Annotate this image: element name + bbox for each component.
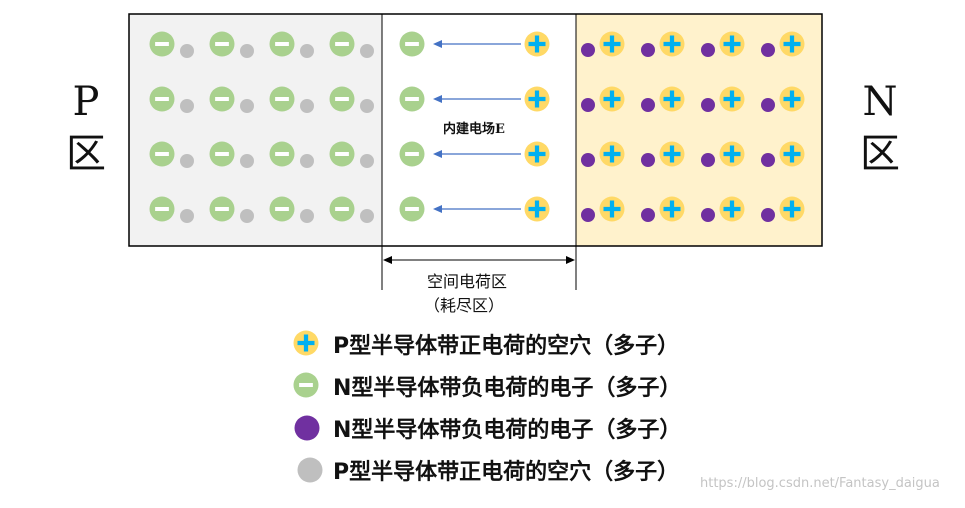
p-acceptor-ion: [269, 31, 295, 57]
field-arrow: [433, 40, 521, 48]
n-electron: [641, 208, 655, 222]
p-region-word: 区: [66, 131, 106, 177]
p-hole: [300, 209, 314, 223]
p-hole: [240, 154, 254, 168]
p-acceptor-ion: [209, 31, 235, 57]
depletion-width-arrow: [383, 256, 575, 264]
n-donor-ion: [719, 141, 745, 167]
legend-plus-icon: [293, 330, 319, 356]
p-hole: [180, 154, 194, 168]
field-arrow: [433, 150, 521, 158]
p-hole: [240, 99, 254, 113]
depletion-label-line2: （耗尽区）: [424, 296, 505, 315]
p-acceptor-ion: [149, 31, 175, 57]
n-electron: [581, 43, 595, 57]
n-electron: [761, 43, 775, 57]
n-region-word: 区: [860, 131, 900, 177]
depletion-acceptor-ion: [399, 141, 425, 167]
legend-text-2: N型半导体带负电荷的电子（多子）: [333, 376, 682, 401]
depletion-acceptor-ion: [399, 86, 425, 112]
p-acceptor-ion: [329, 196, 355, 222]
p-hole: [180, 44, 194, 58]
p-hole: [360, 154, 374, 168]
depletion-acceptor-ion: [399, 31, 425, 57]
n-donor-ion: [599, 31, 625, 57]
legend-icons: [293, 330, 323, 483]
p-hole: [300, 44, 314, 58]
n-donor-ion: [719, 86, 745, 112]
p-hole: [240, 209, 254, 223]
p-acceptor-ion: [209, 141, 235, 167]
n-electron: [701, 43, 715, 57]
p-acceptor-ion: [329, 86, 355, 112]
n-electron: [581, 208, 595, 222]
p-hole: [360, 99, 374, 113]
p-acceptor-ion: [209, 196, 235, 222]
n-donor-ion: [719, 196, 745, 222]
n-donor-ion: [659, 86, 685, 112]
n-donor-ion: [599, 141, 625, 167]
p-acceptor-ion: [269, 196, 295, 222]
p-acceptor-ion: [149, 196, 175, 222]
n-electron: [641, 43, 655, 57]
p-acceptor-ion: [209, 86, 235, 112]
n-electron: [641, 98, 655, 112]
depletion-donor-ion: [524, 141, 550, 167]
p-hole: [180, 209, 194, 223]
n-electron: [701, 98, 715, 112]
junction-outline: [128, 13, 823, 247]
p-hole: [180, 99, 194, 113]
legend-electron-icon: [294, 415, 320, 441]
n-electron: [581, 153, 595, 167]
n-electron: [581, 98, 595, 112]
p-acceptor-ion: [149, 86, 175, 112]
n-electron: [761, 98, 775, 112]
n-electron: [641, 153, 655, 167]
n-donor-ion: [659, 141, 685, 167]
n-donor-ion: [659, 31, 685, 57]
n-donor-ion: [779, 31, 805, 57]
n-donor-ion: [779, 86, 805, 112]
field-arrow: [433, 205, 521, 213]
p-hole: [360, 209, 374, 223]
n-donor-ion: [659, 196, 685, 222]
p-hole: [240, 44, 254, 58]
depletion-acceptor-ion: [399, 196, 425, 222]
p-acceptor-ion: [329, 31, 355, 57]
n-donor-ion: [779, 196, 805, 222]
depletion-donor-ion: [524, 86, 550, 112]
n-electron: [761, 208, 775, 222]
legend-text-4: P型半导体带正电荷的空穴（多子）: [333, 460, 680, 485]
n-electron: [701, 153, 715, 167]
n-donor-ion: [599, 86, 625, 112]
n-donor-ion: [719, 31, 745, 57]
legend-hole-icon: [297, 457, 323, 483]
n-electron: [761, 153, 775, 167]
n-electron: [701, 208, 715, 222]
n-region-letter: N: [862, 79, 898, 125]
p-acceptor-ion: [149, 141, 175, 167]
p-acceptor-ion: [269, 141, 295, 167]
depletion-label-line1: 空间电荷区: [427, 272, 508, 291]
depletion-donor-ion: [524, 31, 550, 57]
n-donor-ion: [779, 141, 805, 167]
n-donor-ion: [599, 196, 625, 222]
field-arrows: [433, 40, 521, 213]
legend-text-3: N型半导体带负电荷的电子（多子）: [333, 418, 682, 443]
p-region-letter: P: [72, 79, 100, 125]
p-acceptor-ion: [329, 141, 355, 167]
legend-minus-icon: [293, 372, 319, 398]
p-hole: [300, 154, 314, 168]
particles: [149, 31, 805, 223]
watermark: https://blog.csdn.net/Fantasy_daigua: [700, 476, 940, 491]
p-hole: [300, 99, 314, 113]
p-hole: [360, 44, 374, 58]
built-in-field-label: 内建电场E: [443, 122, 505, 137]
p-acceptor-ion: [269, 86, 295, 112]
depletion-donor-ion: [524, 196, 550, 222]
legend-text-1: P型半导体带正电荷的空穴（多子）: [333, 334, 680, 359]
field-arrow: [433, 95, 521, 103]
